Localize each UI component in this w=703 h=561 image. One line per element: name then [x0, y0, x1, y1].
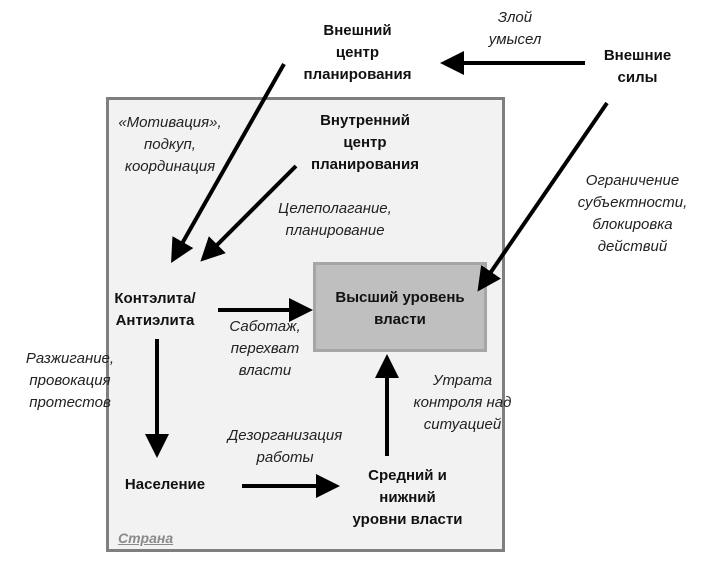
label-incitement: Разжигание, провокация протестов [25, 350, 115, 411]
node-external-center: Внешний центр планирования [303, 22, 412, 83]
node-mid-low-power: Средний и нижний уровни власти [352, 467, 463, 528]
label-goal-setting: Целеполагание, планирование [278, 200, 392, 239]
node-counter-elite: Контэлита/ Антиэлита [114, 290, 196, 329]
label-loss-control: Утрата контроля над ситуацией [413, 372, 512, 433]
country-label: Страна [118, 530, 174, 546]
node-population: Население [124, 476, 206, 493]
node-top-power: Высший уровень власти [335, 289, 465, 328]
node-external-forces: Внешние силы [603, 47, 672, 86]
label-disorganization: Дезорганизация работы [227, 427, 343, 466]
top-power-box [313, 262, 487, 352]
label-sabotage: Саботаж, перехват власти [229, 318, 301, 379]
node-internal-center: Внутренний центр планирования [311, 112, 419, 173]
label-motivation: «Мотивация», подкуп, координация [118, 114, 222, 175]
label-restriction: Ограничение субъектности, блокировка дей… [577, 172, 688, 255]
label-malice: Злой умысел [488, 9, 542, 48]
